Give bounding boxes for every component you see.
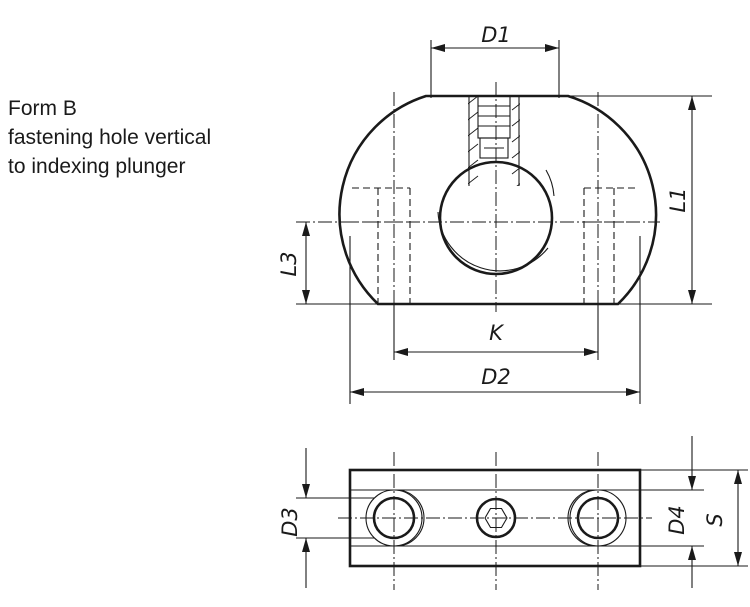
left-counterbore-slot [352, 489, 425, 547]
dimension-l3: L3 [277, 222, 378, 305]
k-label: K [489, 321, 505, 345]
d4-label: D4 [665, 505, 689, 535]
hex-socket [484, 507, 508, 529]
front-view [296, 82, 660, 312]
top-center-lines [338, 452, 652, 590]
top-view [338, 452, 652, 590]
caption-description-line-1: fastening hole vertical [8, 126, 212, 149]
hidden-fastening-holes [352, 187, 636, 304]
front-center-lines [296, 82, 660, 312]
d2-label: D2 [481, 365, 511, 389]
dimension-d4: D4 [640, 436, 704, 588]
dimension-k: K [393, 304, 599, 360]
caption-description-line-2: to indexing plunger [8, 155, 186, 178]
d3-label: D3 [278, 507, 302, 537]
caption-form-label: Form B [8, 97, 77, 120]
plunger-bore-section [468, 95, 520, 186]
s-label: S [703, 513, 727, 526]
dimension-l1: L1 [568, 95, 712, 305]
l1-label: L1 [666, 187, 690, 212]
dimension-d2: D2 [349, 236, 641, 404]
form-caption: Form B fastening hole vertical to indexi… [8, 94, 268, 181]
dimension-s: S [640, 469, 748, 567]
dimension-d3: D3 [278, 448, 374, 588]
d1-label: D1 [481, 23, 511, 47]
dimension-d1: D1 [430, 23, 560, 98]
l3-label: L3 [277, 251, 301, 276]
